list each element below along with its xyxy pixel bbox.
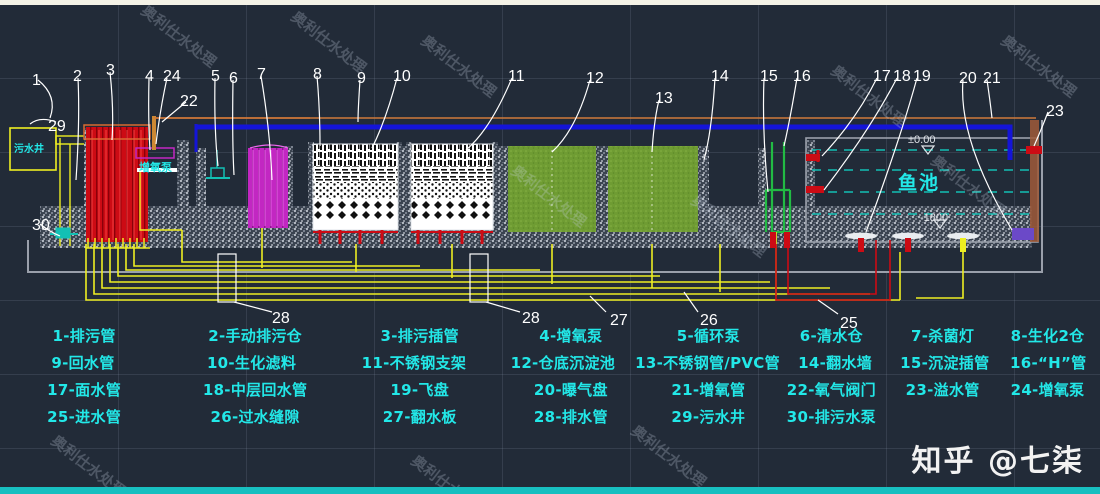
legend-item: 20-曝气盘	[533, 381, 608, 399]
sewage-well-box	[9, 127, 57, 171]
legend-row: 9-回水管 10-生化滤料 11-不锈钢支架 12-仓底沉淀池 13-不锈钢管/PVC管…	[0, 349, 1100, 376]
callout-leader-lines	[29, 71, 1049, 315]
callout-number: 14	[711, 68, 729, 85]
legend-item: 1-排污管	[52, 327, 116, 345]
legend-item: 7-杀菌灯	[911, 327, 975, 345]
biofilter-tank-2	[410, 143, 494, 231]
fish-pond-label: 鱼池	[898, 172, 941, 194]
callout-number: 2	[73, 68, 82, 85]
callout-number: 22	[180, 93, 198, 110]
legend-table: 1-排污管 2-手动排污仓 3-排污插管 4-增氧泵 5-循环泵 6-清水仓 7-杀菌灯 8-…	[0, 322, 1100, 430]
callout-number: 11	[508, 68, 525, 85]
drain-pipe-network	[85, 230, 964, 301]
author-watermark: 知乎 @七柒	[911, 444, 1084, 479]
legend-item: 5-循环泵	[676, 327, 740, 345]
legend-item: 2-手动排污仓	[208, 327, 302, 345]
callout-number: 26	[700, 312, 718, 329]
red-return-manifold	[775, 240, 891, 301]
callout-number: 29	[48, 118, 66, 135]
callout-number: 5	[211, 68, 220, 85]
legend-row: 1-排污管 2-手动排污仓 3-排污插管 4-增氧泵 5-循环泵 6-清水仓 7-杀菌灯 8-…	[0, 322, 1100, 349]
mid-return-pipe	[806, 186, 824, 193]
legend-item: 17-面水管	[47, 381, 122, 399]
aeration-pump-label: 增氧泵	[139, 161, 172, 174]
legend-item: 12-仓底沉淀池	[510, 354, 616, 372]
legend-item: 18-中层回水管	[202, 381, 308, 399]
legend-item: 3-排污插管	[380, 327, 459, 345]
callout-number: 1	[32, 72, 41, 89]
top-strip	[0, 0, 1100, 5]
legend-item: 4-增氧泵	[539, 327, 603, 345]
callout-number: 25	[840, 315, 858, 332]
legend-item: 30-排污水泵	[786, 408, 876, 426]
callout-number: 27	[610, 312, 628, 329]
legend-item: 21-增氧管	[671, 381, 746, 399]
legend-item: 26-过水缝隙	[210, 408, 300, 426]
legend-item: 10-生化滤料	[206, 354, 297, 372]
callout-number: 23	[1046, 103, 1064, 120]
legend-item: 9-回水管	[51, 354, 115, 372]
legend-item: 15-沉淀插管	[900, 354, 990, 372]
callout-number: 20	[959, 70, 977, 87]
drain-tank-red	[86, 127, 148, 242]
callout-number: 21	[983, 70, 1001, 87]
legend-item: 6-清水仓	[799, 327, 863, 345]
bio-chamber-1	[508, 146, 596, 232]
callout-number: 10	[393, 68, 411, 85]
circulation-pump	[210, 167, 225, 179]
callout-number: 15	[760, 68, 778, 85]
system-section-drawing	[9, 71, 1049, 315]
callout-number: 8	[313, 66, 322, 83]
callout-number: 7	[257, 66, 266, 83]
legend-row: 17-面水管 18-中层回水管 19-飞盘 20-曝气盘 21-增氧管 22-氧气阀门 23…	[0, 376, 1100, 403]
legend-item: 16-“H”管	[1010, 354, 1087, 372]
uv-sterilizer-tank	[248, 148, 288, 228]
callout-number: 12	[586, 70, 604, 87]
legend-item: 14-翻水墙	[798, 354, 873, 372]
legend-item: 23-溢水管	[905, 381, 980, 399]
overflow-pipe	[1026, 146, 1042, 154]
pond-drain-sump	[1012, 228, 1034, 240]
legend-item: 19-飞盘	[390, 381, 450, 399]
callout-number: 3	[106, 62, 115, 79]
legend-item: 24-增氧泵	[1010, 381, 1085, 399]
main-water-header	[196, 124, 1013, 160]
legend-item: 13-不锈钢管/PVC管	[635, 354, 780, 372]
legend-item: 27-翻水板	[382, 408, 457, 426]
legend-item: 25-进水管	[47, 408, 122, 426]
callout-number: 9	[357, 70, 366, 87]
legend-item: 22-氧气阀门	[786, 381, 876, 399]
legend-item: 28-排水管	[533, 408, 608, 426]
legend-row: 25-进水管 26-过水缝隙 27-翻水板 28-排水管 29-污水井 30-排污水泵	[0, 403, 1100, 430]
callout-number: 13	[655, 90, 673, 107]
callout-number: 28	[272, 310, 290, 327]
callout-number: 19	[913, 68, 931, 85]
callout-number: 24	[163, 68, 181, 85]
legend-item: 8-生化2仓	[1010, 327, 1085, 345]
pond-water-levels	[812, 149, 1036, 215]
callout-number: 28	[522, 310, 540, 327]
aeration-discs	[845, 232, 979, 252]
callout-number: 16	[793, 68, 811, 85]
elevation-bottom-label: -1800	[920, 212, 949, 224]
bottom-strip	[0, 487, 1100, 494]
callout-number: 6	[229, 70, 238, 87]
callout-number: 18	[893, 68, 911, 85]
callout-number: 4	[145, 68, 154, 85]
callout-number: 17	[873, 68, 891, 85]
callout-number: 30	[32, 217, 50, 234]
surface-water-pipe	[806, 154, 820, 161]
bio-chamber-2	[608, 146, 698, 232]
legend-item: 11-不锈钢支架	[361, 354, 467, 372]
sewage-well-label: 污水井	[14, 144, 44, 155]
biofilter-tank-1	[312, 143, 399, 231]
elevation-zero-label: ±0.00	[908, 134, 936, 146]
legend-item: 29-污水井	[671, 408, 746, 426]
